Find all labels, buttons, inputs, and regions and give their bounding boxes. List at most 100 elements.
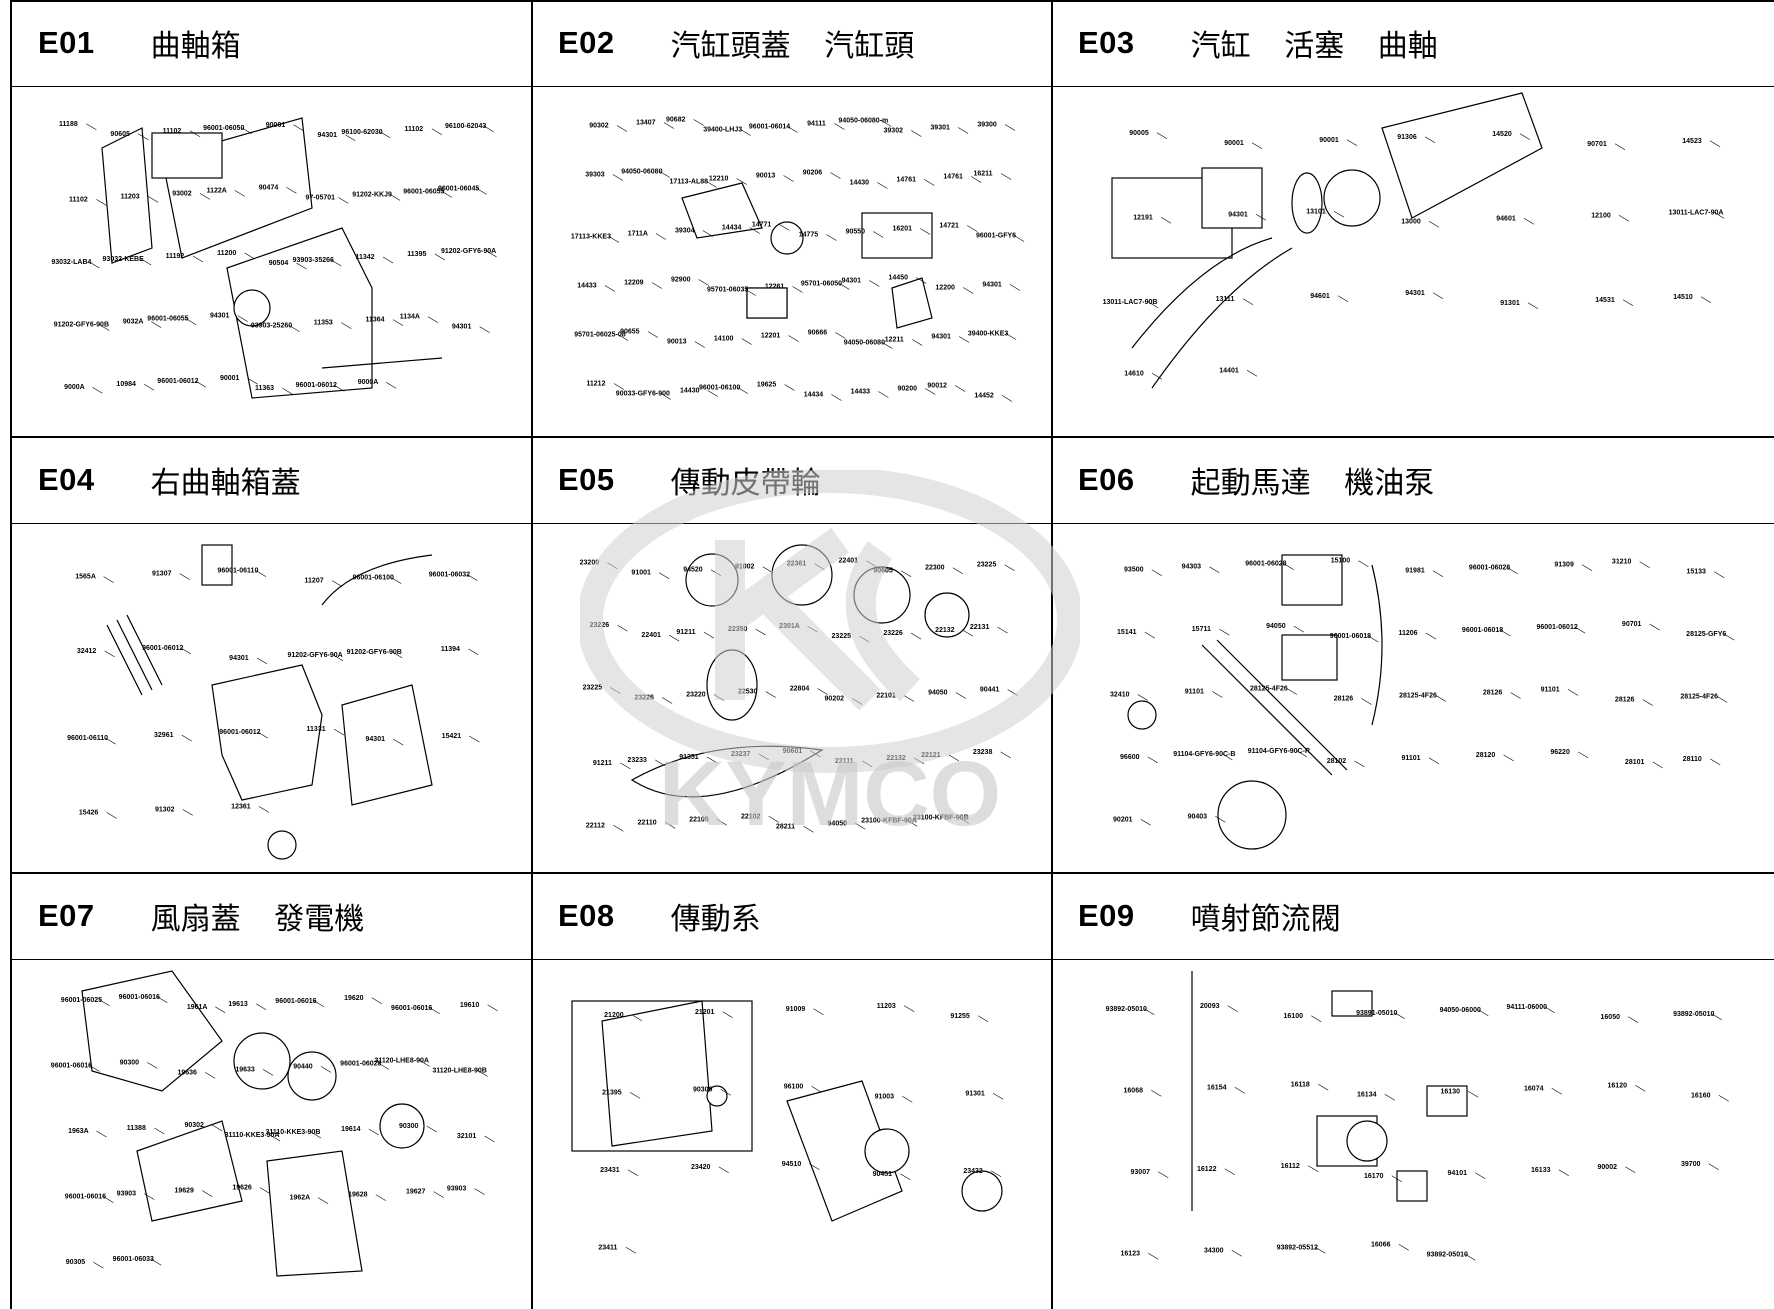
- part-callout[interactable]: 15100: [1331, 558, 1369, 567]
- part-callout[interactable]: 19628: [348, 1192, 386, 1201]
- part-callout[interactable]: 93903-35266: [293, 257, 342, 267]
- part-callout[interactable]: 22401: [839, 558, 877, 567]
- part-callout[interactable]: 11192: [166, 253, 204, 263]
- part-callout[interactable]: 14775: [799, 232, 837, 241]
- part-callout[interactable]: 94510: [782, 1161, 820, 1171]
- part-callout[interactable]: 14433: [577, 283, 616, 292]
- part-callout[interactable]: 19614: [341, 1126, 379, 1136]
- part-callout[interactable]: 23226: [883, 630, 922, 640]
- part-callout[interactable]: 96100-62043: [445, 123, 494, 133]
- part-callout[interactable]: 91211: [676, 629, 715, 639]
- part-callout[interactable]: 93032-KEBE: [103, 256, 152, 266]
- part-callout[interactable]: 16120: [1608, 1082, 1646, 1092]
- part-callout[interactable]: 94301: [366, 736, 404, 746]
- part-callout[interactable]: 90302: [589, 123, 628, 132]
- part-callout[interactable]: 39304: [675, 228, 713, 237]
- part-callout[interactable]: 28101: [1625, 759, 1663, 769]
- part-callout[interactable]: 96600: [1120, 754, 1158, 764]
- part-callout[interactable]: 22132: [886, 755, 925, 765]
- part-callout[interactable]: 28126: [1334, 696, 1372, 705]
- part-callout[interactable]: 19633: [235, 1066, 274, 1076]
- part-callout[interactable]: 32961: [154, 732, 192, 742]
- part-callout[interactable]: 11203: [877, 1003, 915, 1013]
- part-callout[interactable]: 23411: [598, 1244, 637, 1254]
- part-callout[interactable]: 94303: [1182, 564, 1220, 573]
- part-callout[interactable]: 90206: [803, 170, 841, 179]
- part-callout[interactable]: 16201: [893, 226, 931, 235]
- part-callout[interactable]: 13407: [636, 120, 675, 129]
- part-callout[interactable]: 22105: [689, 816, 728, 826]
- part-callout[interactable]: 96001-06100: [699, 385, 748, 394]
- part-callout[interactable]: 93903-25260: [251, 323, 300, 332]
- part-callout[interactable]: 32412: [77, 648, 115, 658]
- part-callout[interactable]: 12210: [709, 176, 747, 185]
- part-callout[interactable]: 19627: [406, 1189, 444, 1198]
- part-callout[interactable]: 16100: [1284, 1013, 1322, 1023]
- part-callout[interactable]: 28126: [1615, 697, 1653, 706]
- part-callout[interactable]: 14401: [1219, 367, 1258, 377]
- part-callout[interactable]: 23225: [832, 633, 870, 643]
- part-callout[interactable]: 91255: [950, 1013, 989, 1023]
- part-callout[interactable]: 39301: [930, 125, 969, 134]
- part-callout[interactable]: 90682: [666, 117, 704, 126]
- part-callout[interactable]: 91306: [1397, 134, 1436, 144]
- part-callout[interactable]: 90440: [293, 1063, 332, 1073]
- part-callout[interactable]: 96001-06012: [1536, 624, 1586, 634]
- part-callout[interactable]: 14520: [1492, 131, 1531, 141]
- part-callout[interactable]: 19636: [177, 1069, 216, 1079]
- part-callout[interactable]: 22300: [925, 565, 963, 574]
- part-callout[interactable]: 91202-GFY6-90B: [347, 649, 403, 659]
- part-callout[interactable]: 14531: [1595, 297, 1634, 307]
- part-callout[interactable]: 11342: [356, 254, 394, 264]
- part-callout[interactable]: 28126: [1483, 690, 1521, 699]
- part-callout[interactable]: 22111: [835, 758, 873, 768]
- part-callout[interactable]: 17113-AL88: [669, 179, 717, 188]
- part-callout[interactable]: 96001-06032: [429, 572, 478, 581]
- part-callout[interactable]: 94601: [1310, 293, 1349, 303]
- part-callout[interactable]: 91202-GFY6-90A: [441, 248, 497, 258]
- part-callout[interactable]: 28102: [1327, 758, 1365, 768]
- part-callout[interactable]: 11203: [121, 193, 159, 203]
- part-callout[interactable]: 93892-05010: [1427, 1251, 1476, 1261]
- part-callout[interactable]: 91101: [1541, 687, 1579, 696]
- part-callout[interactable]: 90012: [927, 383, 966, 392]
- part-callout[interactable]: 16211: [974, 171, 1012, 180]
- part-callout[interactable]: 94301: [931, 334, 970, 343]
- part-callout[interactable]: 1962A: [290, 1195, 329, 1204]
- part-callout[interactable]: 14100: [714, 336, 752, 345]
- part-callout[interactable]: 94301: [452, 324, 490, 333]
- part-callout[interactable]: 96001-06012: [157, 378, 207, 388]
- part-callout[interactable]: 28125-GFY6: [1686, 631, 1735, 641]
- part-callout[interactable]: 16160: [1691, 1092, 1729, 1102]
- part-callout[interactable]: 23420: [691, 1164, 729, 1174]
- part-callout[interactable]: 94050: [1266, 623, 1305, 633]
- part-callout[interactable]: 1963A: [68, 1128, 107, 1138]
- part-callout[interactable]: 90451: [873, 1171, 911, 1181]
- part-callout[interactable]: 90202: [825, 696, 863, 705]
- part-callout[interactable]: 12261: [765, 284, 803, 293]
- part-callout[interactable]: 93892-05010: [1673, 1011, 1722, 1021]
- part-callout[interactable]: 91104-GFY6-90C-R: [1248, 748, 1310, 758]
- part-callout[interactable]: 90013: [667, 339, 705, 348]
- part-callout[interactable]: 94050: [928, 690, 966, 699]
- part-callout[interactable]: 19610: [460, 1002, 498, 1012]
- part-callout[interactable]: 93002: [172, 190, 211, 200]
- part-callout[interactable]: 22131: [970, 624, 1008, 634]
- part-callout[interactable]: 14510: [1673, 294, 1712, 304]
- part-callout[interactable]: 94301: [229, 655, 268, 665]
- part-callout[interactable]: 94111: [807, 121, 845, 130]
- part-callout[interactable]: 31120-LHE8-90A: [374, 1057, 430, 1067]
- part-callout[interactable]: 39400-LHJ3: [703, 127, 751, 136]
- part-callout[interactable]: 14450: [889, 275, 927, 284]
- part-callout[interactable]: 15141: [1117, 629, 1155, 639]
- part-callout[interactable]: 16050: [1601, 1014, 1639, 1024]
- part-callout[interactable]: 11331: [307, 726, 345, 736]
- part-callout[interactable]: 14721: [939, 223, 978, 232]
- part-callout[interactable]: 93032-LAB4: [51, 259, 100, 269]
- part-callout[interactable]: 96001-06012: [219, 729, 269, 739]
- part-callout[interactable]: 28110: [1683, 756, 1721, 766]
